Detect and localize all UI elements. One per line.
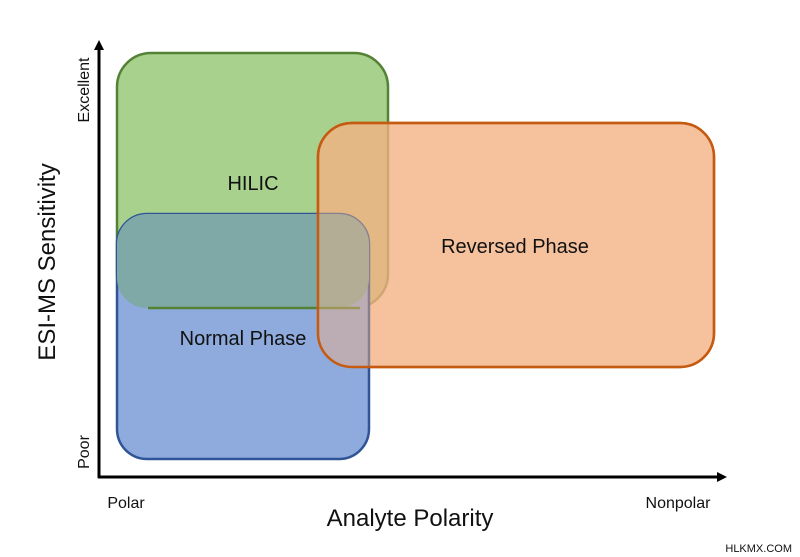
reversed-phase-label: Reversed Phase (441, 236, 589, 258)
x-axis-low-label: Polar (107, 495, 145, 512)
hilic-normal-overlap (117, 214, 369, 308)
y-axis-title: ESI-MS Sensitivity (34, 163, 61, 360)
y-axis-low-label: Poor (76, 434, 93, 468)
x-axis-title: Analyte Polarity (327, 505, 494, 532)
y-axis-high-label: Excellent (76, 57, 93, 122)
hilic-label: HILIC (227, 173, 278, 195)
watermark-text: HLKMX.COM (725, 543, 792, 555)
normal-phase-label: Normal Phase (180, 328, 307, 350)
x-axis-high-label: Nonpolar (646, 495, 712, 512)
reversed-phase-overlay (316, 121, 716, 369)
